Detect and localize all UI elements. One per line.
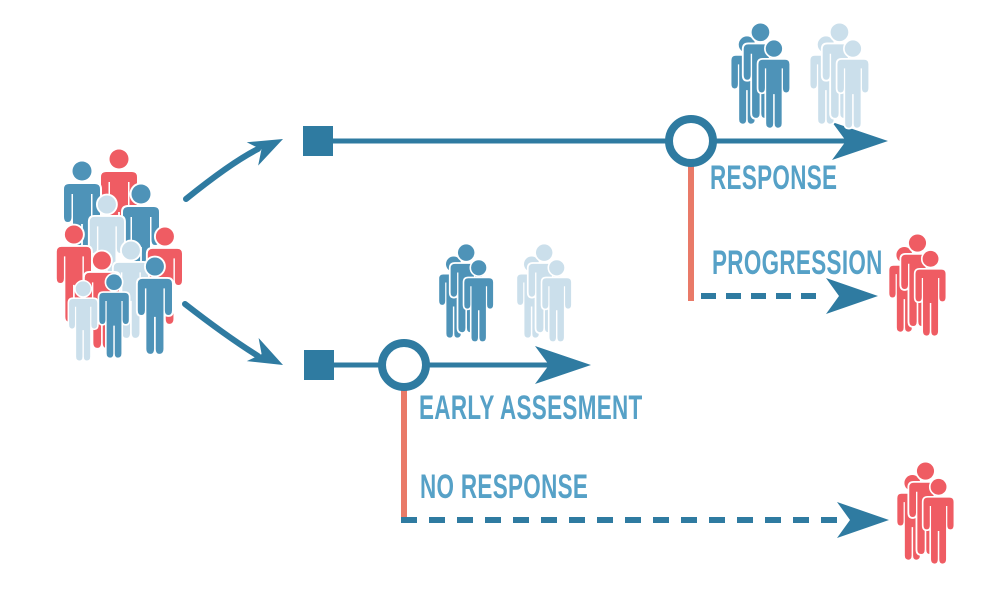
start-square-marker <box>303 126 333 156</box>
progression-arrowhead-icon <box>826 278 878 314</box>
patient-group-faded-icon <box>517 244 571 341</box>
no-response-label: NO RESPONSE <box>420 468 589 506</box>
no-response-arrowhead-icon <box>837 502 889 538</box>
curved-arrowhead-bottom-icon <box>246 337 289 377</box>
progression-label: PROGRESSION <box>712 244 883 282</box>
randomization-arrows <box>182 127 289 377</box>
patient-group-blue-icon <box>439 244 493 341</box>
early-arm <box>304 244 954 563</box>
checkpoint-circle-marker <box>665 115 717 167</box>
patient-crowd-icon <box>57 150 182 361</box>
response-label: RESPONSE <box>710 159 838 197</box>
patient-group-blue-icon <box>731 23 789 127</box>
patient-group-faded-icon <box>810 23 868 127</box>
patient-group-red-icon <box>889 234 945 335</box>
patient-group-red-icon <box>897 462 953 563</box>
curved-arrowhead-top-icon <box>246 127 289 166</box>
curved-arrow-top <box>183 146 261 202</box>
standard-arm <box>303 23 946 335</box>
early-assessment-label: EARLY ASSESMENT <box>419 389 643 427</box>
curved-arrow-bottom <box>182 301 261 359</box>
checkpoint-circle-marker <box>378 339 430 391</box>
start-square-marker <box>304 350 334 380</box>
